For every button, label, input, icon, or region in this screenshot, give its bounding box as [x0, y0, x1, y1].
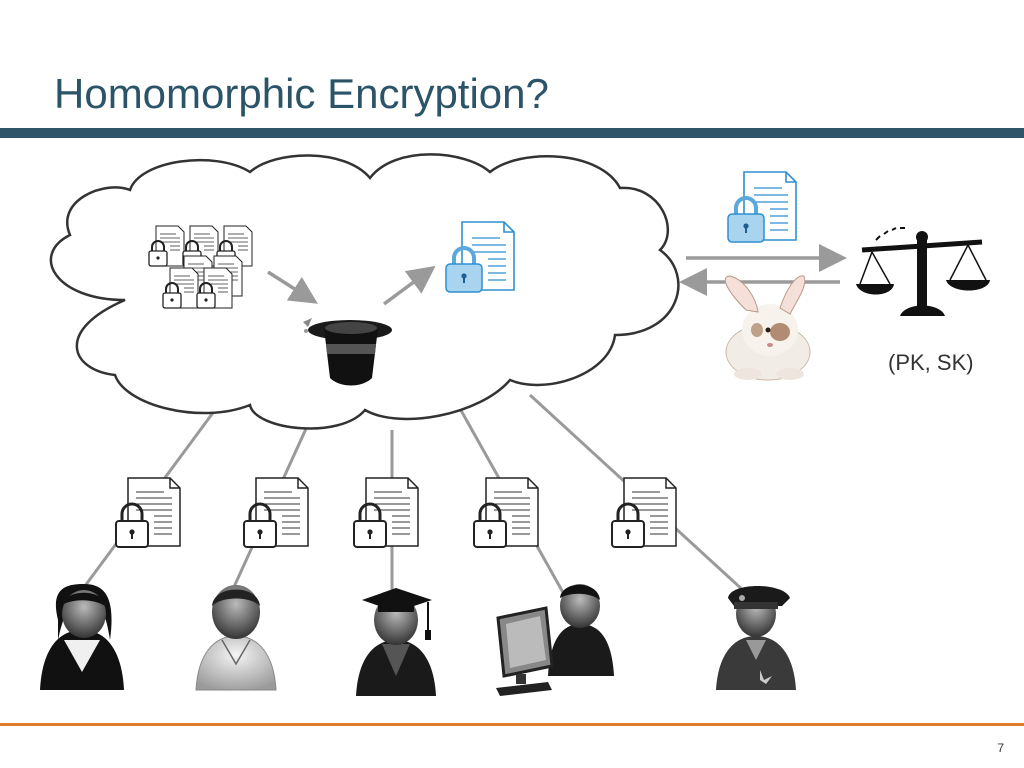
balance-scales-icon	[856, 227, 990, 316]
slide-title: Homomorphic Encryption?	[54, 70, 549, 117]
title-divider	[0, 128, 1024, 138]
locked-document-icon	[610, 476, 678, 549]
arrow-docs-to-hat	[267, 270, 318, 304]
footer-divider	[0, 723, 1024, 726]
arrow-hat-to-result	[382, 265, 436, 306]
locked-document-icon	[114, 476, 182, 549]
rabbit-icon	[724, 275, 811, 381]
blue-locked-document-returned	[726, 170, 798, 244]
woman-user-icon	[40, 584, 124, 690]
locked-document-icon	[352, 476, 420, 549]
keys-label: (PK, SK)	[888, 350, 974, 375]
magic-top-hat-icon	[303, 318, 392, 386]
computer-user-icon	[496, 584, 614, 696]
locked-document-icon	[472, 476, 540, 549]
page-number: 7	[997, 741, 1004, 755]
user-icon	[195, 585, 277, 691]
cloud	[49, 153, 680, 430]
locked-document-icon	[242, 476, 310, 549]
police-officer-icon	[716, 586, 796, 690]
graduate-user-icon	[356, 588, 436, 696]
